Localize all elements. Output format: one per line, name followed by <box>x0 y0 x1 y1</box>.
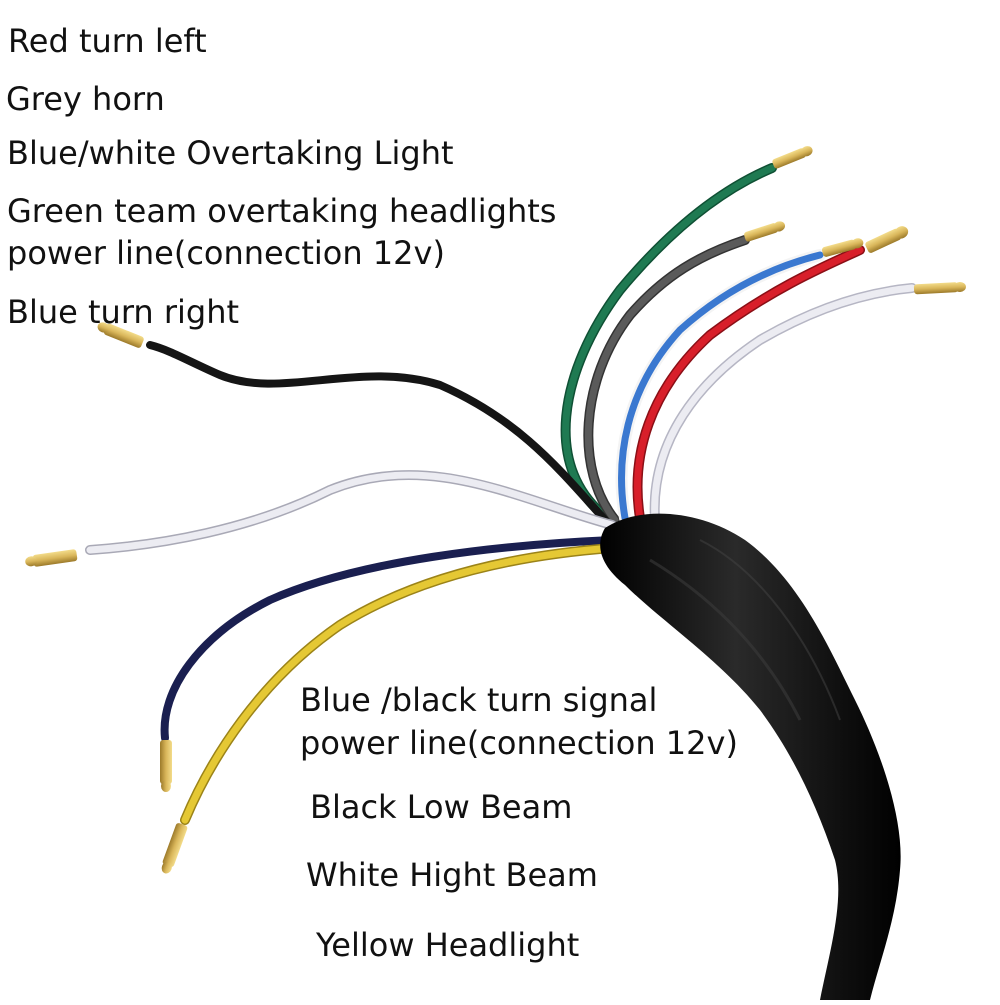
wires <box>85 163 917 825</box>
label-blue-turn-right: Blue turn right <box>7 293 240 331</box>
navy-wire <box>160 536 616 742</box>
label-grey-horn: Grey horn <box>6 80 165 118</box>
terminal-white-left <box>25 549 78 567</box>
label-green-line-2: power line(connection 12v) <box>7 234 445 272</box>
label-yellow-headlight: Yellow Headlight <box>316 926 580 964</box>
terminal-blue <box>821 238 864 257</box>
label-red-turn-left: Red turn left <box>8 22 207 60</box>
label-black-low-beam: Black Low Beam <box>310 788 573 826</box>
terminal-black <box>97 322 144 348</box>
label-blue-black-line-1: Blue /black turn signal <box>300 681 658 719</box>
terminal-green <box>772 146 813 169</box>
black-wire <box>146 341 609 524</box>
terminal-yellow <box>161 823 188 874</box>
terminal-white-right <box>913 281 966 295</box>
terminal-grey <box>744 221 786 242</box>
label-blue-black-line-2: power line(connection 12v) <box>300 724 738 762</box>
label-white-high-beam: White Hight Beam <box>306 856 598 894</box>
label-blue-white-overtaking: Blue/white Overtaking Light <box>7 134 454 172</box>
terminal-red <box>865 226 909 253</box>
label-green-line-1: Green team overtaking headlights <box>7 192 557 230</box>
terminal-navy <box>160 740 172 792</box>
harness-sheath <box>600 513 901 1000</box>
terminals <box>25 146 966 874</box>
